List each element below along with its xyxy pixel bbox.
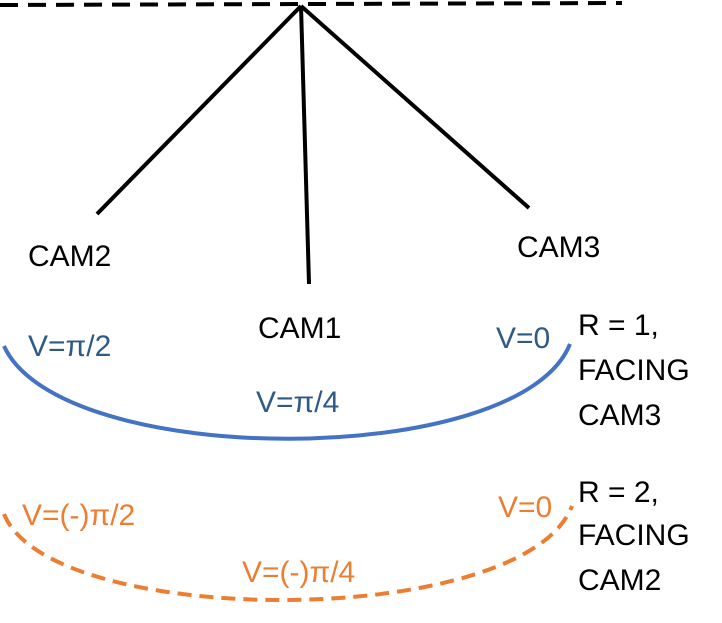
arc-r1-v-mid: V=π/4	[256, 386, 339, 419]
ray-to-cam3	[299, 4, 531, 210]
cam3-label: CAM3	[517, 231, 600, 264]
arc-r1-solid	[2, 343, 572, 441]
arc-r1-v-left: V=π/2	[28, 330, 111, 363]
horizon-dashed-line	[0, 1, 623, 7]
cam2-label: CAM2	[28, 240, 111, 273]
arc-r1-note-line2: FACING	[578, 354, 690, 387]
arc-r2-v-right: V=0	[498, 491, 552, 524]
cam1-label: CAM1	[258, 312, 341, 345]
arc-r2-dashed	[2, 505, 574, 602]
arc-r2-v-left: V=(-)π/2	[22, 499, 135, 532]
arc-r2-v-mid: V=(-)π/4	[242, 556, 355, 589]
arc-r2-note-line3: CAM2	[578, 564, 661, 597]
arc-r1-note-line3: CAM3	[578, 399, 661, 432]
arc-r1-note-line1: R = 1,	[578, 309, 659, 342]
arc-r2-note-line1: R = 2,	[578, 476, 659, 509]
arc-r2-note-line2: FACING	[578, 519, 690, 552]
arc-r1-v-right: V=0	[496, 322, 550, 355]
ray-to-cam2	[95, 4, 303, 216]
ray-to-cam1	[299, 5, 311, 285]
